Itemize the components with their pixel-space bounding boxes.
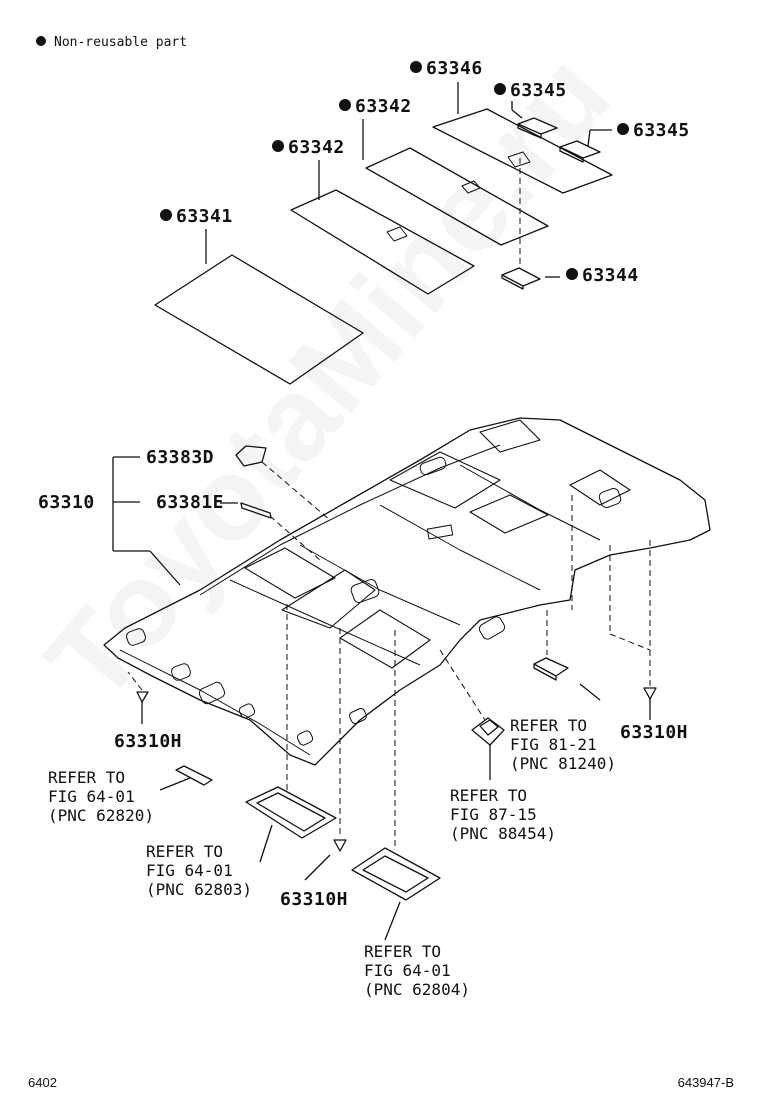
part-88454: [471, 717, 505, 746]
part-62804: [351, 847, 441, 901]
non-reusable-dot-icon: [410, 61, 422, 73]
part-62803: [245, 786, 337, 839]
non-reusable-dot-icon: [272, 140, 284, 152]
sheet-63341: [154, 254, 364, 385]
part-63383D: [235, 445, 267, 467]
label-63345-right: 63345: [617, 122, 690, 140]
pad-63345-right: [559, 140, 601, 163]
label-63310H-right: 63310H: [620, 722, 689, 743]
label-63381E: 63381E: [156, 492, 225, 513]
pad-63345-top: [517, 117, 558, 139]
part-63381E: [240, 502, 272, 519]
sheet-63342-upper: [365, 147, 549, 246]
headliner-63310: [103, 417, 711, 766]
part-81240: [533, 657, 569, 681]
label-63344: 63344: [566, 267, 639, 285]
label-63310: 63310: [38, 492, 95, 513]
non-reusable-dot-icon: [617, 123, 629, 135]
non-reusable-dot-icon: [339, 99, 351, 111]
page-number: 6402: [28, 1075, 57, 1090]
sheet-63346: [432, 108, 613, 194]
label-63342-lower: 63342: [272, 139, 345, 157]
label-63342-upper: 63342: [339, 98, 412, 116]
non-reusable-dot-icon: [566, 268, 578, 280]
label-63346: 63346: [410, 60, 483, 78]
label-63383D: 63383D: [146, 447, 215, 468]
non-reusable-dot-icon: [494, 83, 506, 95]
label-63341: 63341: [160, 208, 233, 226]
label-63345-top: 63345: [494, 82, 567, 100]
part-62820: [175, 765, 213, 786]
drawing-id: 643947-B: [677, 1075, 734, 1090]
clip-63310H-bottom: [333, 839, 347, 852]
legend: Non-reusable part: [36, 36, 187, 49]
clip-63310H-left: [136, 691, 149, 703]
label-63310H-bottom: 63310H: [280, 889, 349, 910]
non-reusable-dot-icon: [36, 36, 46, 46]
sheet-63342-lower: [290, 189, 475, 295]
legend-text: Non-reusable part: [54, 35, 188, 50]
non-reusable-dot-icon: [160, 209, 172, 221]
clip-63310H-right: [643, 687, 657, 700]
pad-63344: [501, 267, 541, 290]
label-63310H-left: 63310H: [114, 731, 183, 752]
